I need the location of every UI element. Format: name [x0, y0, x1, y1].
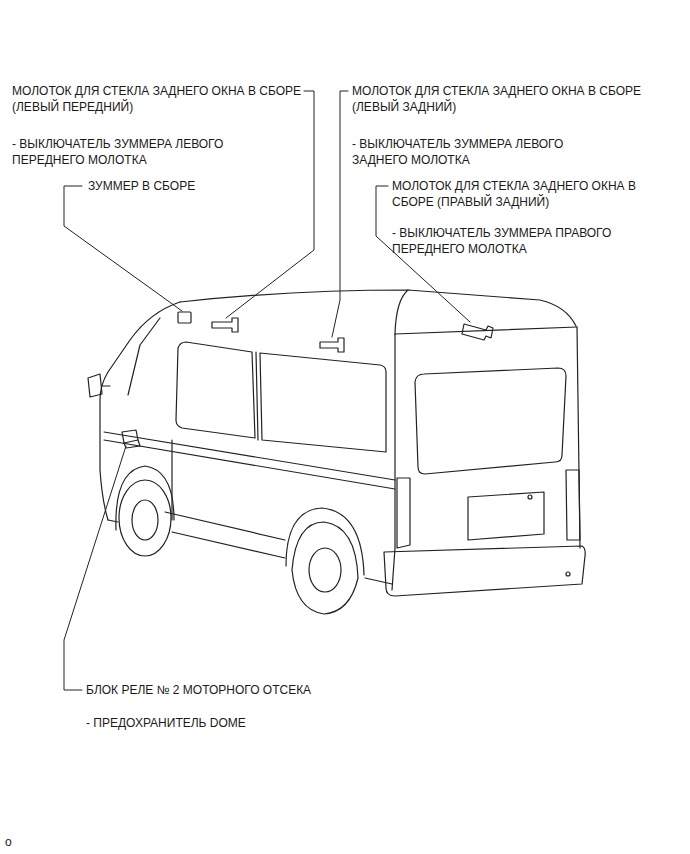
leader-line	[64, 446, 126, 690]
leader-line	[64, 186, 182, 311]
side-window	[176, 342, 255, 438]
rear-wheel	[292, 522, 358, 614]
part-label: - ПРЕДОХРАНИТЕЛЬ DOME	[86, 715, 326, 731]
door-line	[171, 440, 172, 520]
side-window	[260, 353, 386, 452]
roof-rear-edge	[395, 290, 408, 334]
mirror-arm	[102, 385, 110, 386]
part-label: МОЛОТОК ДЛЯ СТЕКЛА ЗАДНЕГО ОКНА В СБОРЕ …	[12, 83, 304, 115]
page-mark: o	[5, 834, 25, 850]
front-hub	[132, 500, 158, 540]
leader-line	[226, 91, 314, 318]
rear-hub	[309, 548, 341, 592]
part-label: - ВЫКЛЮЧАТЕЛЬ ЗУММЕРА ЛЕВОГО ЗАДНЕГО МОЛ…	[352, 136, 622, 168]
rear-window	[415, 368, 566, 474]
part-label: - ВЫКЛЮЧАТЕЛЬ ЗУММЕРА ПРАВОГО ПЕРЕДНЕГО …	[392, 225, 662, 257]
side-sill-rear	[365, 578, 392, 584]
side-mirror	[88, 374, 102, 397]
leader-line	[332, 91, 348, 337]
part-label: - ВЫКЛЮЧАТЕЛЬ ЗУММЕРА ЛЕВОГО ПЕРЕДНЕГО М…	[12, 136, 274, 168]
rear-bumper	[384, 546, 585, 596]
relay-block	[122, 430, 138, 443]
pillar	[256, 352, 258, 440]
front-wheel	[119, 480, 171, 556]
side-step	[165, 512, 285, 540]
license-plate	[468, 492, 544, 540]
front-pillar	[128, 318, 160, 395]
tail-light	[566, 470, 580, 540]
part-label: МОЛОТОК ДЛЯ СТЕКЛА ЗАДНЕГО ОКНА В СБОРЕ …	[392, 178, 672, 210]
hammer	[320, 338, 344, 352]
relay-block-side	[124, 440, 140, 448]
exhaust	[566, 572, 570, 576]
hammer	[212, 318, 238, 332]
key-hole	[528, 495, 532, 499]
hammer	[462, 324, 493, 340]
side-crease-2	[104, 440, 395, 489]
part-label: БЛОК РЕЛЕ № 2 МОТОРНОГО ОТСЕКА	[86, 682, 326, 698]
part-label: ЗУММЕР В СБОРЕ	[88, 178, 308, 194]
front-body	[100, 302, 180, 520]
front-bottom	[108, 520, 118, 522]
wheel-arch	[116, 466, 174, 530]
side-crease	[104, 432, 395, 480]
part-label: МОЛОТОК ДЛЯ СТЕКЛА ЗАДНЕГО ОКНА В СБОРЕ …	[352, 83, 652, 115]
tail-light	[397, 478, 410, 548]
buzzer	[178, 312, 191, 323]
